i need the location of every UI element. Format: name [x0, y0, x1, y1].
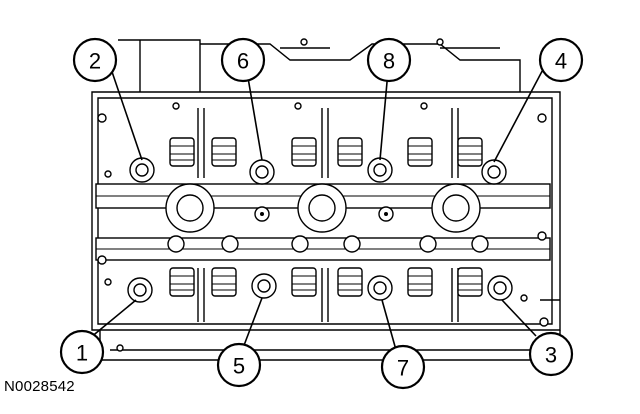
callout-7: 7 [380, 344, 426, 390]
callout-5: 5 [216, 342, 262, 388]
camshaft-journals [165, 183, 481, 233]
callout-3: 3 [528, 331, 574, 377]
figure-id: N0028542 [4, 378, 75, 395]
bolt-8 [367, 157, 393, 183]
callout-8: 8 [366, 37, 412, 83]
callout-5-label: 5 [233, 354, 245, 379]
callout-1: 1 [59, 329, 105, 375]
bolt-6 [249, 159, 275, 185]
center-bosses [167, 206, 489, 253]
callout-6: 6 [220, 37, 266, 83]
upper-valve-springs [169, 137, 483, 167]
callout-8-label: 8 [383, 49, 395, 74]
bolt-2 [129, 157, 155, 183]
bolt-1 [127, 277, 153, 303]
bolt-5 [251, 273, 277, 299]
bolt-7 [367, 275, 393, 301]
callout-2-label: 2 [89, 49, 101, 74]
callout-4-label: 4 [555, 49, 567, 74]
bolt-4 [481, 159, 507, 185]
bolt-3 [487, 275, 513, 301]
callout-4: 4 [538, 37, 584, 83]
lower-valve-springs [169, 267, 483, 297]
callout-1-label: 1 [76, 341, 88, 366]
callout-3-label: 3 [545, 343, 557, 368]
callout-2: 2 [72, 37, 118, 83]
callout-6-label: 6 [237, 49, 249, 74]
perimeter-holes [97, 38, 549, 352]
bolts [127, 157, 513, 303]
callout-7-label: 7 [397, 356, 409, 381]
